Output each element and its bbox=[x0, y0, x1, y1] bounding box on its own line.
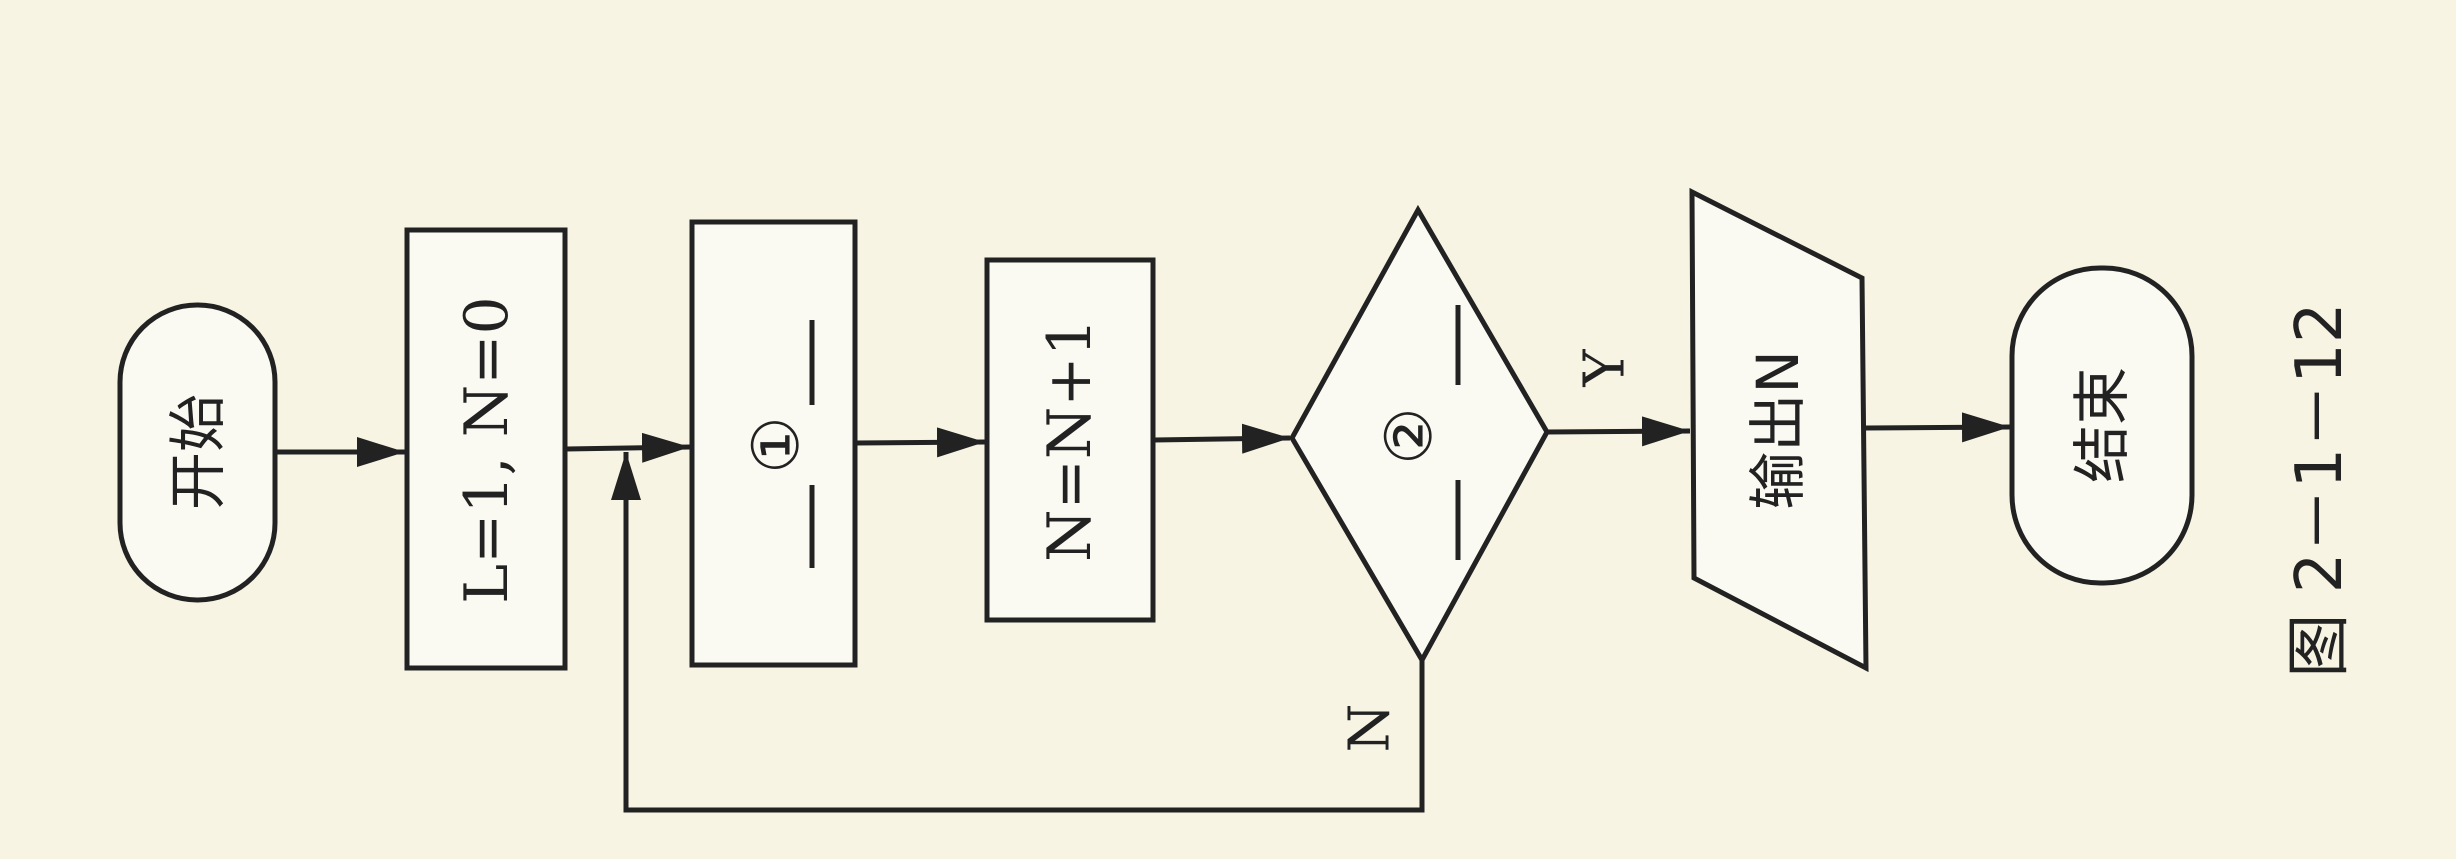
no-label: N bbox=[1338, 704, 1403, 753]
arrow-init-step1 bbox=[565, 432, 691, 463]
init-box bbox=[404, 227, 568, 671]
end-terminal bbox=[2009, 265, 2195, 586]
figure-caption: 图 2－1－12 bbox=[2283, 302, 2357, 677]
end-label: 结束 bbox=[2068, 367, 2136, 483]
increment-box bbox=[984, 257, 1156, 623]
yes-label: Y bbox=[1573, 348, 1638, 387]
arrow-step1-increment bbox=[855, 427, 986, 458]
arrow-increment-decision bbox=[1153, 423, 1291, 454]
output-label: 输出N bbox=[1744, 350, 1812, 509]
init-label: L=1, N=0 bbox=[452, 296, 522, 603]
start-label: 开始 bbox=[164, 394, 232, 510]
increment-label: N=N+1 bbox=[1035, 318, 1105, 562]
condition-label: ② bbox=[1373, 407, 1447, 464]
arrow-no-loop bbox=[611, 452, 1425, 813]
arrow-yes-output bbox=[1546, 416, 1691, 447]
step1-label: ① bbox=[740, 416, 814, 473]
output-parallelogram bbox=[1689, 187, 1869, 673]
step1-box bbox=[689, 219, 858, 668]
arrow-output-end bbox=[1865, 412, 2011, 443]
start-terminal bbox=[117, 302, 278, 603]
